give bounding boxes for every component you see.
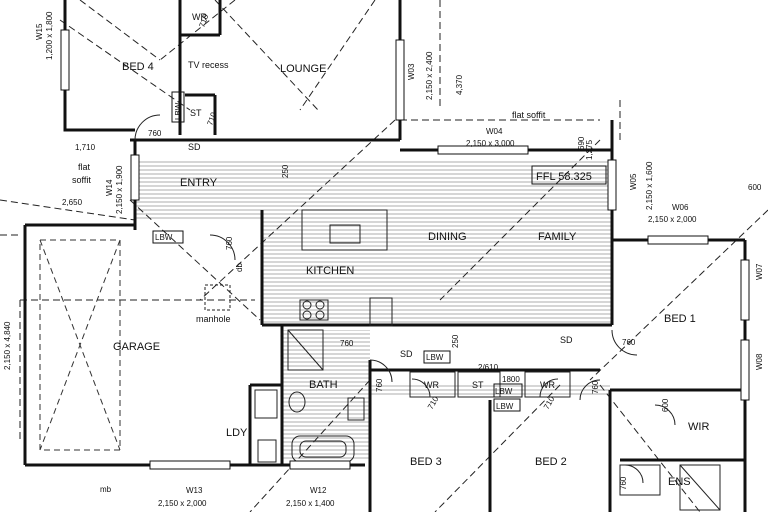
lbw-tag-4: LBW <box>496 402 514 411</box>
label-boxes <box>152 91 607 412</box>
window-w04-size: 2,150 x 3,000 <box>466 139 515 148</box>
manhole-label: manhole <box>196 314 231 324</box>
window-w03-size: 2,150 x 2,400 <box>425 51 434 100</box>
window-w07: W07 <box>755 263 764 280</box>
cupboard-wr-top: WR <box>192 12 207 22</box>
lbw-tag-2: LBW <box>174 102 183 120</box>
room-ldy: LDY <box>226 427 248 439</box>
meter-box-label: mb <box>100 485 112 494</box>
dim-760-bath: 760 <box>340 339 354 348</box>
dim-2650: 2,650 <box>62 198 83 207</box>
room-bath: BATH <box>309 379 338 391</box>
dim-760-wir: 760 <box>591 380 600 394</box>
window-w04: W04 <box>486 127 503 136</box>
lbw-tag-5: LBW <box>495 387 513 396</box>
room-lounge: LOUNGE <box>280 63 326 75</box>
flat-soffit-left-1: flat <box>78 162 91 172</box>
room-wir-right: WIR <box>688 421 709 433</box>
dim-4370: 4,370 <box>455 74 464 95</box>
cupboard-st-top: ST <box>190 108 202 118</box>
window-w13: W13 <box>186 486 203 495</box>
tv-recess-label: TV recess <box>188 60 229 70</box>
window-w12: W12 <box>310 486 327 495</box>
dim-600-b: 600 <box>661 398 670 412</box>
room-garage: GARAGE <box>113 341 160 353</box>
room-entry: ENTRY <box>180 177 218 189</box>
garage-window-size: 2,150 x 4,840 <box>3 321 12 370</box>
room-family: FAMILY <box>538 231 577 243</box>
flat-soffit-right: flat soffit <box>512 110 546 120</box>
dim-710-b: 710 <box>205 111 218 127</box>
window-w12-size: 2,150 x 1,400 <box>286 499 335 508</box>
lbw-tag-1: LBW <box>155 233 173 242</box>
smoke-detector-2: SD <box>400 349 413 359</box>
cupboard-wr-bed2: WR <box>540 380 555 390</box>
dim-760-bed1: 760 <box>622 338 636 347</box>
dim-1275: 1,275 <box>585 139 594 160</box>
window-w06-size: 2,150 x 2,000 <box>648 215 697 224</box>
dim-710-a: 710 <box>197 13 210 29</box>
garage-outline <box>39 239 121 451</box>
db-label: db <box>235 263 244 272</box>
dim-1710: 1,710 <box>75 143 96 152</box>
door-swings <box>134 114 676 484</box>
dim-760-entry: 760 <box>148 129 162 138</box>
room-bed1: BED 1 <box>664 313 696 325</box>
dim-1800: 1800 <box>502 375 520 384</box>
room-bed2: BED 2 <box>535 456 567 468</box>
dim-760-kitchen: 760 <box>225 236 234 250</box>
dim-760-bath-side: 760 <box>375 378 384 392</box>
smoke-detector-3: SD <box>560 335 573 345</box>
dim-690: 690 <box>577 136 586 150</box>
room-dining: DINING <box>428 231 467 243</box>
window-w08: W08 <box>755 353 764 370</box>
dim-600-a: 600 <box>748 183 762 192</box>
room-bed3: BED 3 <box>410 456 442 468</box>
window-w14-size: 2,150 x 1,900 <box>115 165 124 214</box>
window-w13-size: 2,150 x 2,000 <box>158 499 207 508</box>
fittings <box>204 209 721 511</box>
window-w03: W03 <box>407 63 416 80</box>
dim-250-a: 250 <box>281 164 290 178</box>
window-w06: W06 <box>672 203 689 212</box>
room-ens: ENS <box>668 476 691 488</box>
dim-2610: 2/610 <box>478 363 499 372</box>
lbw-tag-3: LBW <box>426 353 444 362</box>
dim-250-b: 250 <box>451 334 460 348</box>
room-bed4: BED 4 <box>122 61 154 73</box>
ffl-level: FFL 58.325 <box>536 171 592 183</box>
window-w15: W15 <box>35 23 44 40</box>
smoke-detector-1: SD <box>188 142 201 152</box>
window-w15-size: 1,200 x 1,800 <box>45 11 54 60</box>
dim-760-ens: 760 <box>619 476 628 490</box>
cupboard-st-mid: ST <box>472 380 484 390</box>
cupboard-wr-bed3: WR <box>424 380 439 390</box>
window-w05: W05 <box>629 173 638 190</box>
flat-soffit-left-2: soffit <box>72 175 91 185</box>
window-marks <box>60 29 750 470</box>
window-w14: W14 <box>105 179 114 196</box>
window-w05-size: 2,150 x 1,600 <box>645 161 654 210</box>
room-kitchen: KITCHEN <box>306 265 354 277</box>
